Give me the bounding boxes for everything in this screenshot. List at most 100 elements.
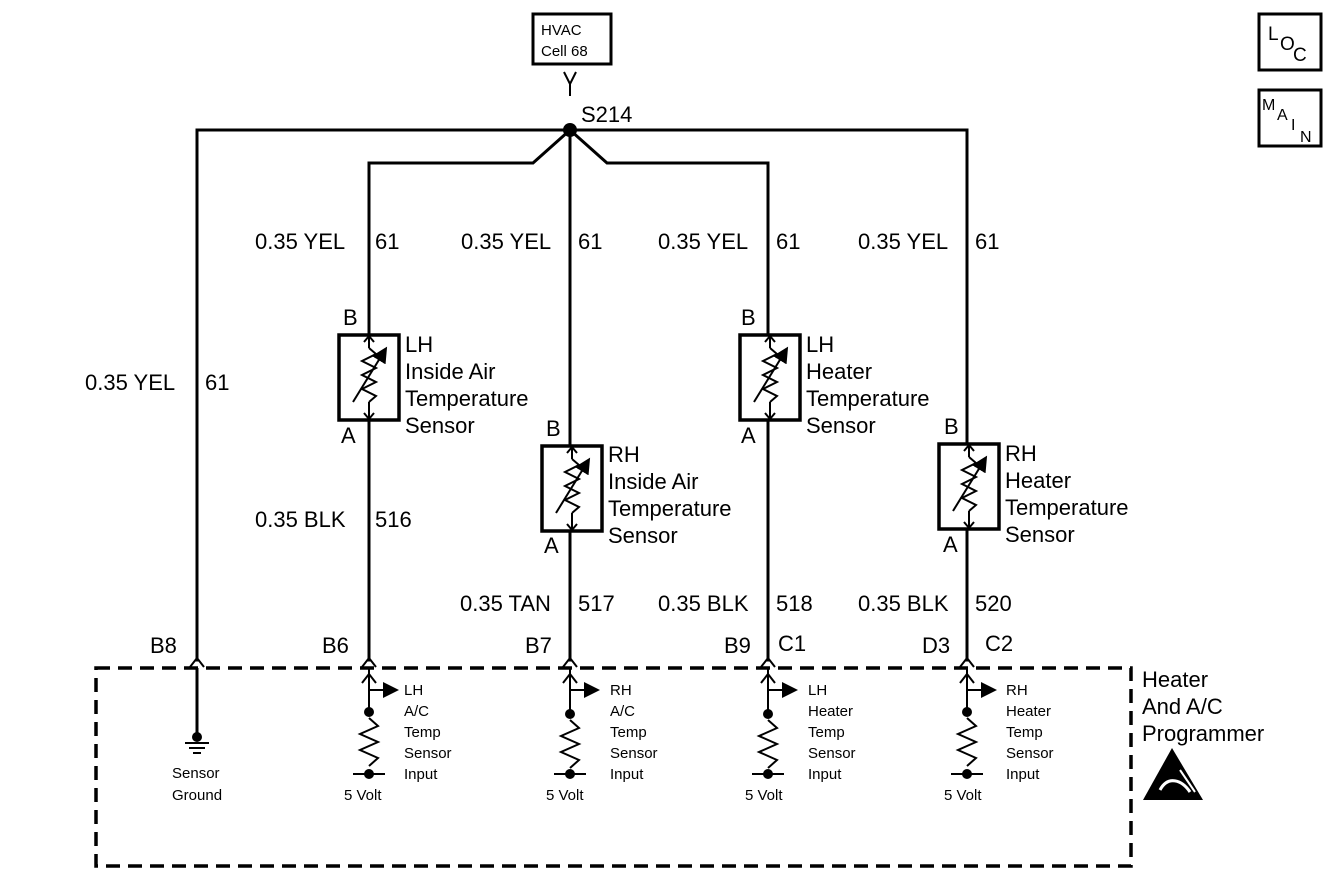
ground-label-line: Ground — [172, 787, 222, 804]
input-label-line: Temp — [1006, 724, 1043, 741]
input-circuit-lh-heater: 5 Volt LH Heater Temp Sensor Input — [745, 668, 856, 804]
pin-a-label: A — [741, 423, 756, 448]
down-arrow-icon — [563, 71, 577, 87]
feed-wire-circuit: 61 — [975, 229, 999, 254]
return-wire-circuit: 520 — [975, 591, 1012, 616]
input-label-line: Sensor — [1006, 745, 1054, 762]
sensor-name-line: Heater — [806, 359, 872, 384]
sensor-name-line: Sensor — [1005, 522, 1075, 547]
module-name-line: Heater — [1142, 667, 1208, 692]
loc-letter-o: O — [1280, 34, 1295, 55]
sensor-lh-inside-air[interactable]: B A LH Inside Air Temperature Sensor — [337, 305, 529, 448]
input-circuit-rh-ac: 5 Volt RH A/C Temp Sensor Input — [546, 668, 658, 804]
sensor-name-line: Sensor — [405, 413, 475, 438]
connector-pin-label: B8 — [150, 633, 177, 658]
esd-warning-icon — [1143, 748, 1203, 800]
feed-wire-circuit: 61 — [375, 229, 399, 254]
loc-letter-c: C — [1293, 45, 1307, 66]
thermistor-icon — [352, 334, 388, 421]
sensor-ground-circuit: Sensor Ground — [172, 668, 222, 804]
resistor-icon — [558, 719, 582, 769]
ground-icon — [185, 742, 209, 754]
sensor-name-line: Inside Air — [405, 359, 496, 384]
input-label-line: LH — [808, 682, 827, 699]
input-label-line: RH — [1006, 682, 1028, 699]
module-name-line: And A/C — [1142, 694, 1223, 719]
input-label-line: Sensor — [808, 745, 856, 762]
supply-voltage-label: 5 Volt — [344, 787, 382, 804]
main-letter-m: M — [1262, 97, 1275, 114]
input-circuit-lh-ac: 5 Volt LH A/C Temp Sensor Input — [344, 668, 452, 804]
feed-wiring — [195, 127, 969, 662]
supply-voltage-label: 5 Volt — [944, 787, 982, 804]
input-label-line: Input — [404, 766, 438, 783]
input-label-line: Heater — [808, 703, 853, 720]
input-label-line: Input — [610, 766, 644, 783]
connector-pin-label: B6 — [322, 633, 349, 658]
return-wire-gauge: 0.35 BLK — [858, 591, 949, 616]
connector-pin-label: C1 — [778, 631, 806, 656]
return-wire-labels: 0.35 BLK 516 0.35 TAN 517 0.35 BLK 518 0… — [255, 507, 1012, 616]
sensor-name-line: Sensor — [806, 413, 876, 438]
hvac-reference-box[interactable]: HVAC Cell 68 — [531, 12, 613, 66]
pin-a-label: A — [341, 423, 356, 448]
sensor-name-line: Sensor — [608, 523, 678, 548]
loc-button[interactable]: L O C — [1257, 12, 1323, 72]
thermistor-icon — [753, 334, 789, 421]
thermistor-icon — [952, 443, 988, 530]
connector-pin-label: B9 — [724, 633, 751, 658]
connector-pin-label: C2 — [985, 631, 1013, 656]
input-label-line: Temp — [404, 724, 441, 741]
heater-ac-programmer-module[interactable] — [94, 666, 1133, 868]
pin-a-label: A — [943, 532, 958, 557]
main-button[interactable]: M A I N — [1257, 88, 1323, 148]
feed-wire-circuit: 61 — [578, 229, 602, 254]
pin-a-label: A — [544, 533, 559, 558]
connector-chevrons — [189, 656, 975, 684]
splice-label: S214 — [581, 102, 632, 127]
sensor-rh-heater[interactable]: B A RH Heater Temperature Sensor — [937, 414, 1129, 557]
supply-voltage-label: 5 Volt — [745, 787, 783, 804]
sensor-name-line: RH — [608, 442, 640, 467]
feed-wire-gauge: 0.35 YEL — [858, 229, 948, 254]
return-wire-gauge: 0.35 TAN — [460, 591, 551, 616]
sensor-lh-heater[interactable]: B A LH Heater Temperature Sensor — [738, 305, 930, 448]
input-label-line: Sensor — [610, 745, 658, 762]
hvac-ref-line2: Cell 68 — [541, 43, 588, 60]
main-letter-n: N — [1300, 129, 1312, 146]
feed-wire-labels: 0.35 YEL 61 0.35 YEL 61 0.35 YEL 61 0.35… — [85, 229, 999, 395]
main-letter-a: A — [1277, 107, 1288, 124]
input-label-line: A/C — [404, 703, 429, 720]
main-letter-i: I — [1291, 117, 1295, 134]
sensor-name-line: Temperature — [1005, 495, 1129, 520]
feed-wire-gauge: 0.35 YEL — [85, 370, 175, 395]
resistor-icon — [357, 717, 381, 767]
return-wire-gauge: 0.35 BLK — [658, 591, 749, 616]
sensor-name-line: Heater — [1005, 468, 1071, 493]
connector-labels: B8 B6 B7 B9 C1 D3 C2 — [150, 631, 1013, 658]
return-wire-gauge: 0.35 BLK — [255, 507, 346, 532]
return-wire-circuit: 516 — [375, 507, 412, 532]
supply-voltage-label: 5 Volt — [546, 787, 584, 804]
input-label-line: Temp — [808, 724, 845, 741]
ground-label-line: Sensor — [172, 765, 220, 782]
input-circuit-rh-heater: 5 Volt RH Heater Temp Sensor Input — [944, 668, 1054, 804]
input-label-line: LH — [404, 682, 423, 699]
feed-wire-circuit: 61 — [205, 370, 229, 395]
input-label-line: A/C — [610, 703, 635, 720]
input-label-line: Temp — [610, 724, 647, 741]
sensor-name-line: Inside Air — [608, 469, 699, 494]
sensor-name-line: Temperature — [608, 496, 732, 521]
connector-pin-label: D3 — [922, 633, 950, 658]
sensor-name-line: RH — [1005, 441, 1037, 466]
pin-b-label: B — [944, 414, 959, 439]
hvac-ref-line1: HVAC — [541, 22, 582, 39]
sensor-name-line: Temperature — [405, 386, 529, 411]
sensor-rh-inside-air[interactable]: B A RH Inside Air Temperature Sensor — [540, 416, 732, 558]
feed-wire-gauge: 0.35 YEL — [255, 229, 345, 254]
return-wire-circuit: 517 — [578, 591, 615, 616]
sensor-name-line: LH — [405, 332, 433, 357]
input-label-line: RH — [610, 682, 632, 699]
pin-b-label: B — [546, 416, 561, 441]
